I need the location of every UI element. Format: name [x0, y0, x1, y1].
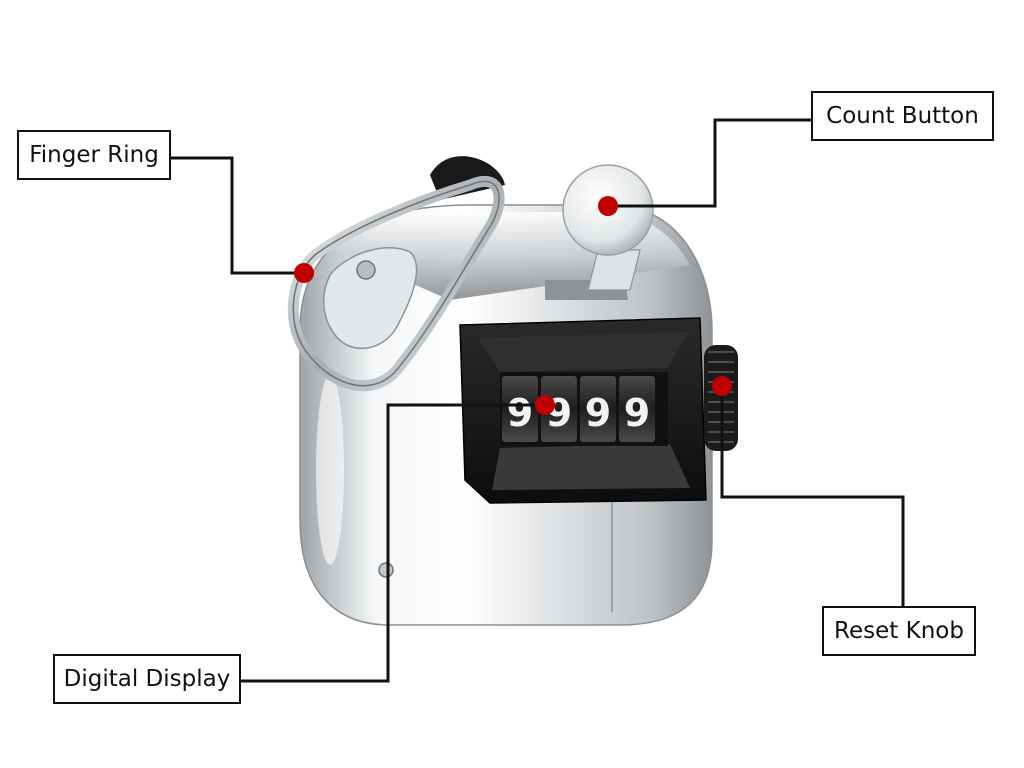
red-dot-icon	[535, 395, 555, 415]
leader-line-finger-ring	[170, 156, 304, 275]
leader-lines	[170, 118, 905, 683]
red-dot-icon	[294, 263, 314, 283]
screw-icon	[378, 562, 394, 578]
leader-line-reset-knob	[720, 386, 905, 606]
display-housing: 9 9 9 9	[459, 317, 707, 504]
markers	[294, 196, 732, 415]
label-digital-display: Digital Display	[53, 654, 241, 704]
display-digit: 9	[585, 391, 611, 435]
red-dot-icon	[598, 196, 618, 216]
label-count-button: Count Button	[811, 91, 994, 141]
leader-line-count-button	[608, 118, 811, 208]
display-digit: 9	[624, 391, 650, 435]
red-dot-icon	[712, 376, 732, 396]
finger-ring	[287, 156, 505, 392]
label-finger-ring: Finger Ring	[17, 130, 171, 180]
leader-line-digital-display	[241, 403, 545, 683]
display-digit: 9	[507, 391, 533, 435]
label-reset-knob: Reset Knob	[822, 606, 976, 656]
